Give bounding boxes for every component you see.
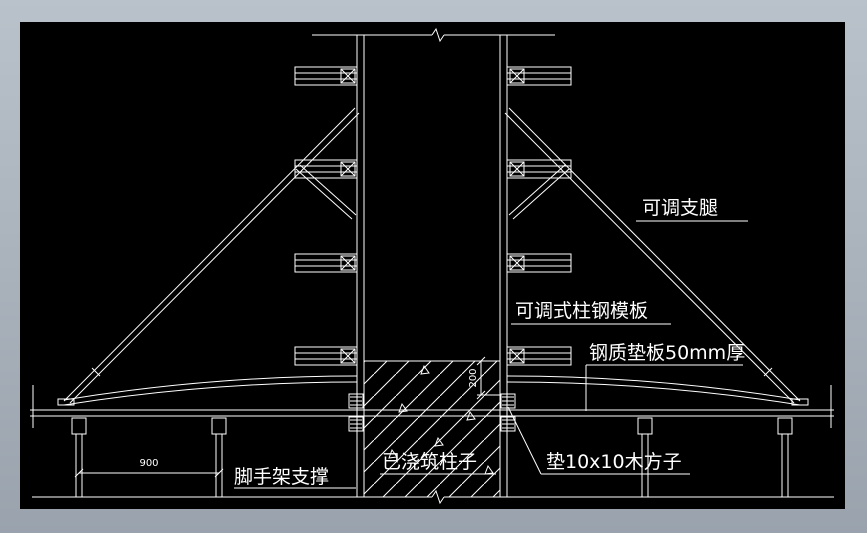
label-adjustable-column-steel-formwork: 可调式柱钢模板 <box>515 300 648 322</box>
steel-pad-plate <box>63 375 801 406</box>
dimension-900: 900 <box>74 458 224 478</box>
column-formwork-diagram: 900 200 可调支腿 可调式柱钢模板 钢质垫板50mm厚 脚手架支撑 已浇筑… <box>30 27 834 505</box>
label-timber-pad: 垫10x10木方子 <box>546 451 682 473</box>
top-break-line <box>312 27 555 43</box>
timber-pads <box>348 393 516 432</box>
scaffold-deck <box>30 385 834 428</box>
adjustable-leg-left <box>57 107 360 406</box>
dimension-900-text: 900 <box>139 458 158 469</box>
drawing-canvas[interactable]: 900 200 可调支腿 可调式柱钢模板 钢质垫板50mm厚 脚手架支撑 已浇筑… <box>20 22 845 509</box>
label-scaffold-support: 脚手架支撑 <box>234 466 329 488</box>
dimension-200-text: 200 <box>468 368 479 387</box>
label-steel-pad-plate: 钢质垫板50mm厚 <box>589 342 745 364</box>
scaffold-posts <box>71 417 793 497</box>
waler-left <box>294 66 358 366</box>
leader-lines <box>234 220 748 489</box>
waler-right <box>506 66 572 366</box>
label-poured-column: 已浇筑柱子 <box>382 451 477 473</box>
adjustable-leg-right <box>504 107 809 406</box>
label-adjustable-leg: 可调支腿 <box>642 197 718 219</box>
bottom-break-line <box>32 489 834 505</box>
poured-column-hatch <box>364 360 500 497</box>
dimension-200: 200 <box>468 356 500 400</box>
